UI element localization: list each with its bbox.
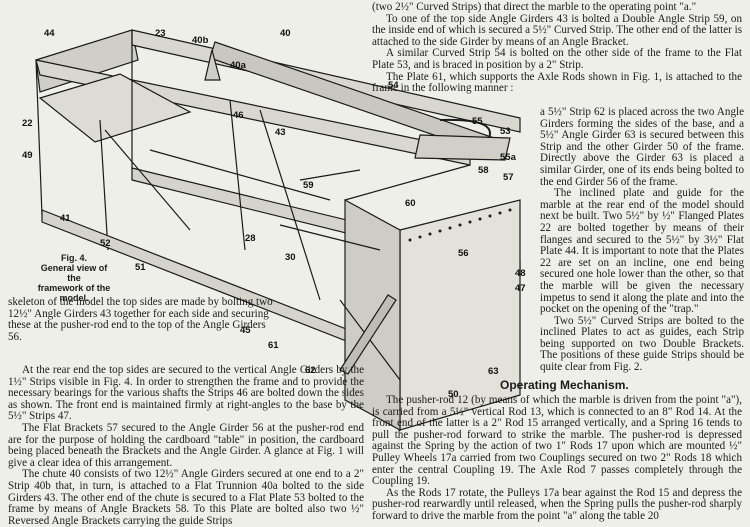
paragraph: Two 5½" Curved Strips are bolted to the … [540,314,744,374]
right-column: (two 2½" Curved Strips) that direct the … [372,1,743,95]
side-plate-60 [344,198,401,432]
label-58: 58 [478,165,489,176]
paragraph: The pusher-rod 12 (by means of which the… [372,394,742,488]
paragraph: The inclined plate and guide for the mar… [540,187,744,316]
curved-strip-55 [439,118,491,141]
paragraph: The Flat Brackets 57 secured to the Angl… [8,421,364,469]
label-46: 46 [233,110,244,121]
label-63: 63 [488,366,499,377]
label-61: 61 [268,340,279,351]
plate-22 [38,73,192,143]
label-56: 56 [458,248,469,259]
trunnion-40a [204,49,221,81]
paragraph: As the Rods 17 rotate, the Pulleys 17a b… [372,486,742,522]
label-44: 44 [44,28,55,39]
label-22: 22 [22,118,33,129]
paragraph: The chute 40 consists of two 12½" Angle … [8,468,364,527]
label-40: 40 [280,28,291,39]
label-43: 43 [275,127,286,138]
label-49: 49 [22,150,33,161]
paragraph: skeleton of the model the top sides are … [8,296,273,343]
label-52: 52 [100,238,111,249]
label-47: 47 [515,283,526,294]
label-55: 55 [472,116,483,127]
paragraph: At the rear end the top sides are secure… [8,364,364,423]
caption-line: General view of the [40,263,108,283]
label-54: 54 [388,80,399,91]
label-30: 30 [285,252,296,263]
paragraph: A similar Curved Strip 54 is bolted on t… [372,47,742,71]
label-23: 23 [155,28,166,39]
caption-line: framework of the [37,283,111,293]
paragraph: a 5½" Strip 62 is placed across the two … [540,106,744,188]
label-40a: 40a [230,60,246,71]
caption-line: Fig. 4. [60,253,87,263]
label-41: 41 [60,213,71,224]
plate-53 [414,134,511,161]
figure-caption: Fig. 4. General view of the framework of… [34,253,114,303]
label-40b: 40b [192,35,209,46]
narrow-column: a 5½" Strip 62 is placed across the two … [540,106,744,374]
label-59: 59 [303,180,314,191]
left-column: skeleton of the model the top sides are … [8,296,273,343]
left-column-bottom: At the rear end the top sides are secure… [8,364,364,527]
paragraph: The Plate 61, which supports the Axle Ro… [372,70,742,95]
operating-text: The pusher-rod 12 (by means of which the… [372,394,742,523]
label-57: 57 [503,172,514,183]
label-62: 62 [305,365,316,376]
label-50: 50 [448,389,459,400]
paragraph: (two 2½" Curved Strips) that direct the … [372,1,697,13]
label-28: 28 [245,233,256,244]
caption-line: model. [59,293,89,303]
strip-62 [339,294,397,375]
section-heading: Operating Mechanism. [500,378,629,392]
label-45: 45 [240,325,251,336]
label-51: 51 [135,262,146,273]
label-48: 48 [515,268,526,279]
label-53: 53 [500,126,511,137]
label-60: 60 [405,198,416,209]
paragraph: To one of the top side Angle Girders 43 … [372,12,743,48]
label-55a: 55a [500,152,516,163]
